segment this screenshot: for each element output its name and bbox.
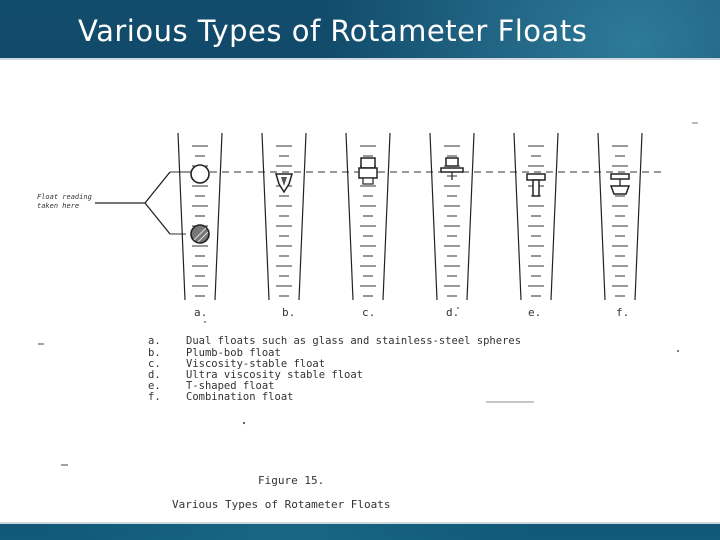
tube-e [513, 132, 559, 301]
legend-text-a: Dual floats such as glass and stainless-… [186, 335, 521, 347]
tube-label-c: c. [362, 306, 375, 319]
float-c [360, 157, 376, 169]
float-f [610, 173, 630, 180]
float-e [526, 173, 546, 181]
tube-label-f: f. [616, 306, 629, 319]
legend-letter-c: c. [148, 358, 161, 370]
tube-c [345, 132, 391, 301]
tube-label-d: d. [446, 306, 459, 319]
legend-letter-e: e. [148, 380, 161, 392]
legend-text-d: Ultra viscosity stable float [186, 369, 363, 381]
legend-text-c: Viscosity-stable float [186, 358, 325, 370]
legend-text-f: Combination float [186, 391, 293, 403]
legend-letter-d: d. [148, 369, 161, 381]
title-bar: Various Types of Rotameter Floats [0, 0, 720, 68]
figure-caption: Various Types of Rotameter Floats [172, 498, 391, 511]
legend-letter-b: b. [148, 347, 161, 359]
figure-number: Figure 15. [258, 474, 324, 487]
tube-f [597, 132, 643, 301]
tube-label-b: b. [282, 306, 295, 319]
tube-d [429, 132, 475, 301]
float-reading-callout: Float reading taken here [37, 171, 186, 235]
legend-block: a. Dual floats such as glass and stainle… [148, 335, 521, 403]
slide-title: Various Types of Rotameter Floats [78, 14, 588, 48]
tube-b [261, 132, 307, 301]
callout-label-line2: taken here [37, 202, 79, 210]
legend-letter-a: a. [148, 335, 161, 347]
float-a-upper [190, 164, 210, 184]
float-d [445, 157, 459, 167]
scanned-figure: Float reading taken here a. b. c. d. e. … [0, 88, 720, 520]
scan-specks [38, 122, 698, 466]
callout-label-line1: Float reading [37, 193, 92, 201]
tube-a [177, 132, 223, 301]
legend-letter-f: f. [148, 391, 161, 403]
legend-text-b: Plumb-bob float [186, 347, 281, 359]
tube-group [177, 132, 643, 301]
legend-text-e: T-shaped float [186, 380, 275, 392]
tube-label-e: e. [528, 306, 541, 319]
tube-label-a: a. [194, 306, 207, 319]
